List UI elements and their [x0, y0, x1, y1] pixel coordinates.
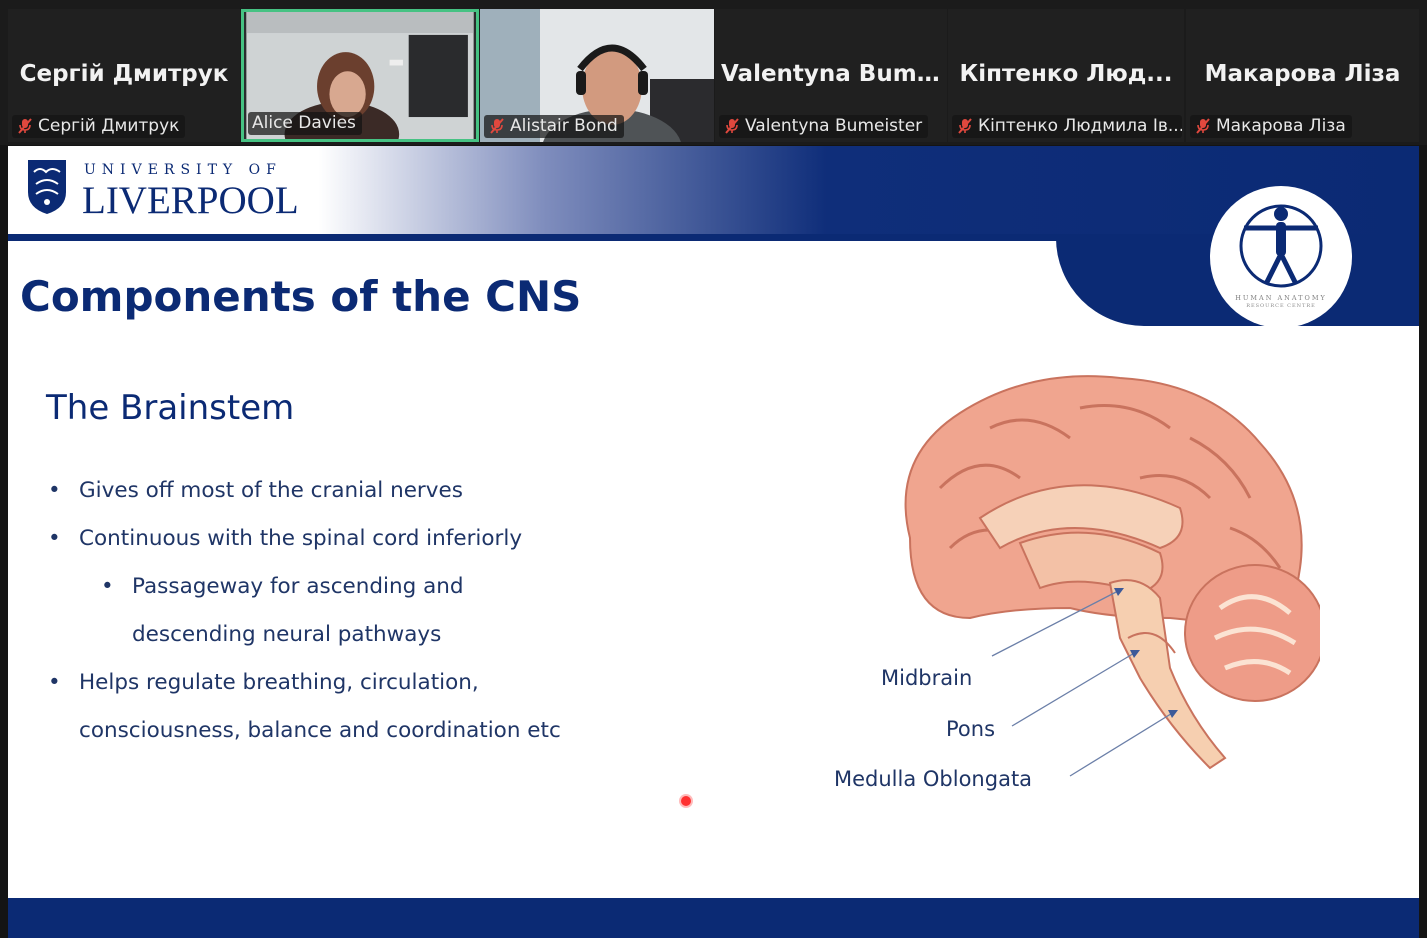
- bullet-dot: •: [48, 478, 61, 503]
- laser-pointer: [681, 796, 691, 806]
- mic-muted-icon: [958, 118, 972, 134]
- slide-header-banner: [8, 146, 1419, 238]
- participant-label: Кіптенко Людмила Ів...: [952, 115, 1182, 138]
- university-of-text: UNIVERSITY OF: [84, 162, 282, 178]
- participant-display-name: Сергій Дмитрук: [19, 61, 229, 87]
- brain-illustration: [904, 375, 1320, 770]
- anatomy-centre-logo: HUMAN ANATOMY RESOURCE CENTRE: [1210, 186, 1352, 328]
- participant-strip: Сергій Дмитрук Сергій Дмитрук Alice Davi…: [0, 0, 1427, 145]
- logo-text: HUMAN ANATOMY: [1235, 294, 1327, 302]
- mic-muted-icon: [725, 118, 739, 134]
- university-name: LIVERPOOL: [82, 179, 299, 222]
- mic-muted-icon: [490, 118, 504, 134]
- slide-title: Components of the CNS: [20, 272, 582, 321]
- participant-tile-video[interactable]: Alice Davies: [241, 9, 479, 142]
- participant-display-name: Valentyna Bum...: [721, 61, 943, 87]
- participant-label: Макарова Ліза: [1190, 115, 1352, 138]
- participant-display-name: Макарова Ліза: [1204, 61, 1401, 87]
- participant-tile[interactable]: Макарова Ліза Макарова Ліза: [1186, 9, 1419, 142]
- bullet-dot: •: [101, 574, 114, 599]
- participant-label: Valentyna Bumeister: [719, 115, 929, 138]
- participant-label: Alice Davies: [248, 112, 362, 135]
- label-midbrain: Midbrain: [881, 666, 973, 690]
- participant-tile[interactable]: Сергій Дмитрук Сергій Дмитрук: [8, 9, 240, 142]
- label-pons: Pons: [946, 717, 996, 741]
- bullet-dot: •: [48, 670, 61, 695]
- shared-slide: UNIVERSITY OF LIVERPOOL HUMAN ANATOMY RE…: [8, 146, 1419, 938]
- participant-tile[interactable]: Valentyna Bum... Valentyna Bumeister: [715, 9, 947, 142]
- mic-muted-icon: [1196, 118, 1210, 134]
- participant-label: Alistair Bond: [484, 115, 624, 138]
- bullet-dot: •: [48, 526, 61, 551]
- logo-subtext: RESOURCE CENTRE: [1246, 303, 1316, 309]
- mic-muted-icon: [18, 118, 32, 134]
- slide-subtitle: The Brainstem: [46, 388, 295, 428]
- participant-display-name: Кіптенко Люд...: [959, 61, 1173, 87]
- label-medulla-oblongata: Medulla Oblongata: [834, 767, 1033, 791]
- participant-tile-video[interactable]: Alistair Bond: [480, 9, 714, 142]
- header-divider: [8, 234, 1419, 241]
- slide-footer-bar: [8, 898, 1419, 938]
- university-crest-icon: [28, 160, 66, 214]
- participant-tile[interactable]: Кіптенко Люд... Кіптенко Людмила Ів...: [948, 9, 1184, 142]
- participant-label: Сергій Дмитрук: [12, 115, 186, 138]
- vitruvian-man-icon: [1239, 204, 1323, 288]
